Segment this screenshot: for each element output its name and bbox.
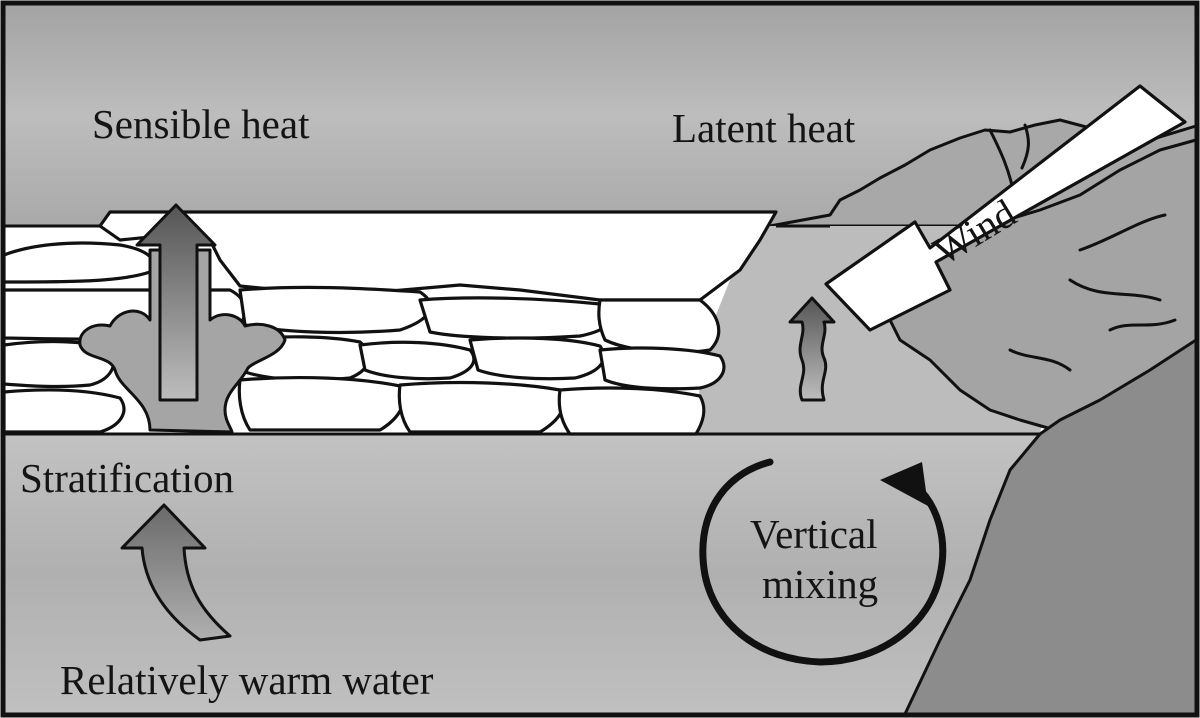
vertical-label: Vertical bbox=[750, 511, 877, 557]
mixing-arrowhead bbox=[880, 462, 928, 506]
mixing-label: mixing bbox=[762, 561, 878, 607]
warm-water-arrow bbox=[120, 503, 232, 642]
sensible-heat-arrow bbox=[135, 203, 217, 402]
warm-water-label: Relatively warm water bbox=[60, 657, 434, 703]
latent-heat-label: Latent heat bbox=[672, 105, 856, 151]
stratification-label: Stratification bbox=[20, 455, 234, 501]
sensible-heat-label: Sensible heat bbox=[92, 101, 310, 147]
latent-heat-arrow bbox=[788, 296, 836, 402]
vertical-mixing-circle bbox=[699, 458, 947, 666]
wind-arrow bbox=[824, 84, 1187, 332]
